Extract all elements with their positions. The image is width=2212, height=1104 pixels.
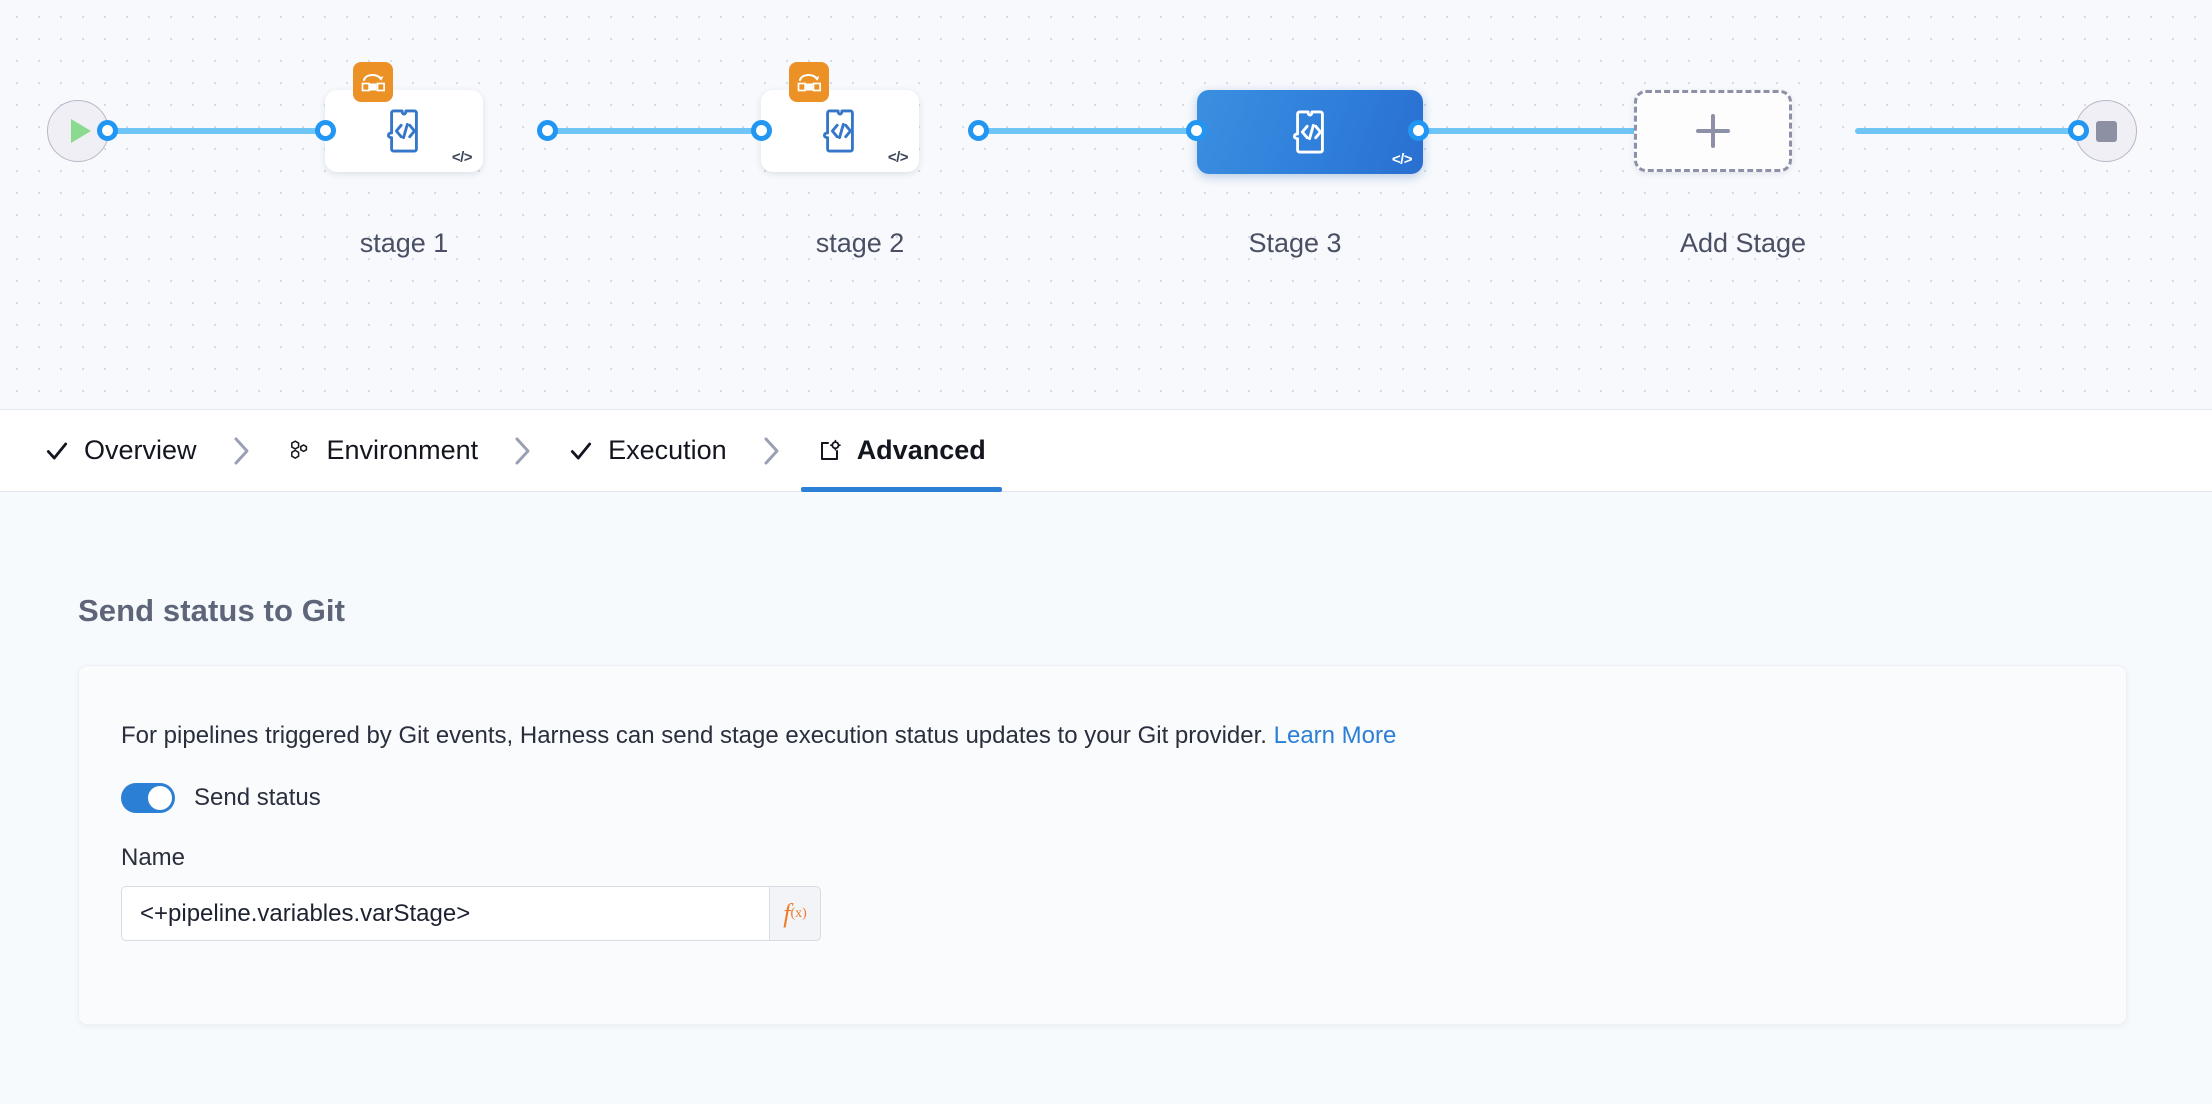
name-field-wrapper: f(x) bbox=[121, 886, 821, 941]
name-field-label: Name bbox=[121, 844, 186, 871]
stage-type-code-marker-2: </> bbox=[887, 149, 909, 166]
tab-advanced-label: Advanced bbox=[856, 435, 986, 465]
name-input[interactable] bbox=[121, 886, 769, 941]
port-stage2-out[interactable] bbox=[968, 120, 989, 141]
page-title: Send status to Git bbox=[78, 593, 346, 628]
stage-node-stage-3[interactable]: </> bbox=[1197, 90, 1423, 174]
play-icon bbox=[71, 119, 91, 143]
matrix-looping-strategy-icon bbox=[789, 62, 829, 102]
stop-icon bbox=[2095, 120, 2117, 142]
plus-icon-bar bbox=[1696, 129, 1730, 133]
tab-separator-3 bbox=[743, 410, 801, 491]
send-status-toggle-row: Send status bbox=[121, 783, 321, 813]
tab-separator-2 bbox=[494, 410, 552, 491]
tab-execution-label: Execution bbox=[608, 435, 727, 465]
stage-label-1: stage 1 bbox=[359, 228, 449, 258]
connector-rail-stage3-to-addstage bbox=[1415, 128, 1643, 134]
stage-type-code-marker-3: </> bbox=[1391, 151, 1413, 168]
tab-environment[interactable]: Environment bbox=[271, 410, 495, 491]
stage-label-2: stage 2 bbox=[815, 228, 905, 258]
send-status-to-git-panel: For pipelines triggered by Git events, H… bbox=[78, 665, 2127, 1025]
tab-environment-label: Environment bbox=[326, 435, 479, 465]
send-status-toggle[interactable] bbox=[121, 783, 175, 813]
pipeline-canvas[interactable]: </> stage 1 </> stage 2 bbox=[0, 0, 2212, 410]
send-status-toggle-label: Send status bbox=[194, 784, 321, 811]
port-stage3-out[interactable] bbox=[1408, 120, 1429, 141]
toggle-knob bbox=[148, 786, 172, 810]
tab-separator-1 bbox=[213, 410, 271, 491]
hexagon-cluster-icon bbox=[287, 438, 313, 464]
stage-config-tabbar: Overview Environment Execution bbox=[0, 410, 2212, 492]
custom-stage-code-icon bbox=[1292, 110, 1324, 154]
stage-type-code-marker-1: </> bbox=[451, 149, 473, 166]
stage-node-stage-1[interactable]: </> bbox=[325, 62, 483, 172]
port-stage2-in[interactable] bbox=[751, 120, 772, 141]
connector-rail-stage2-to-stage3 bbox=[975, 128, 1197, 134]
port-stage3-in[interactable] bbox=[1186, 120, 1207, 141]
add-stage-label: Add Stage bbox=[1679, 228, 1807, 258]
check-icon bbox=[568, 438, 594, 464]
expression-fx-button[interactable]: f(x) bbox=[769, 886, 821, 941]
add-stage-node[interactable] bbox=[1634, 90, 1792, 172]
port-end-in[interactable] bbox=[2068, 120, 2089, 141]
tab-overview-label: Overview bbox=[84, 435, 197, 465]
box-gear-icon bbox=[817, 438, 843, 464]
custom-stage-code-icon bbox=[822, 109, 854, 153]
panel-description: For pipelines triggered by Git events, H… bbox=[121, 722, 1396, 750]
connector-rail-addstage-to-end bbox=[1855, 128, 2077, 134]
check-icon bbox=[44, 438, 70, 464]
stage-label-3: Stage 3 bbox=[1248, 228, 1342, 258]
tab-execution[interactable]: Execution bbox=[552, 410, 743, 491]
port-start-out[interactable] bbox=[97, 120, 118, 141]
matrix-looping-strategy-icon bbox=[353, 62, 393, 102]
stage-node-stage-2[interactable]: </> bbox=[761, 62, 919, 172]
learn-more-link[interactable]: Learn More bbox=[1273, 722, 1397, 749]
port-stage1-out[interactable] bbox=[537, 120, 558, 141]
tab-overview[interactable]: Overview bbox=[28, 410, 213, 491]
connector-rail-stage1-to-stage2 bbox=[545, 128, 769, 134]
custom-stage-code-icon bbox=[386, 109, 418, 153]
connector-rail-start-to-stage1 bbox=[105, 128, 323, 134]
tab-advanced[interactable]: Advanced bbox=[800, 410, 1002, 492]
panel-description-text: For pipelines triggered by Git events, H… bbox=[121, 722, 1267, 749]
port-stage1-in[interactable] bbox=[315, 120, 336, 141]
